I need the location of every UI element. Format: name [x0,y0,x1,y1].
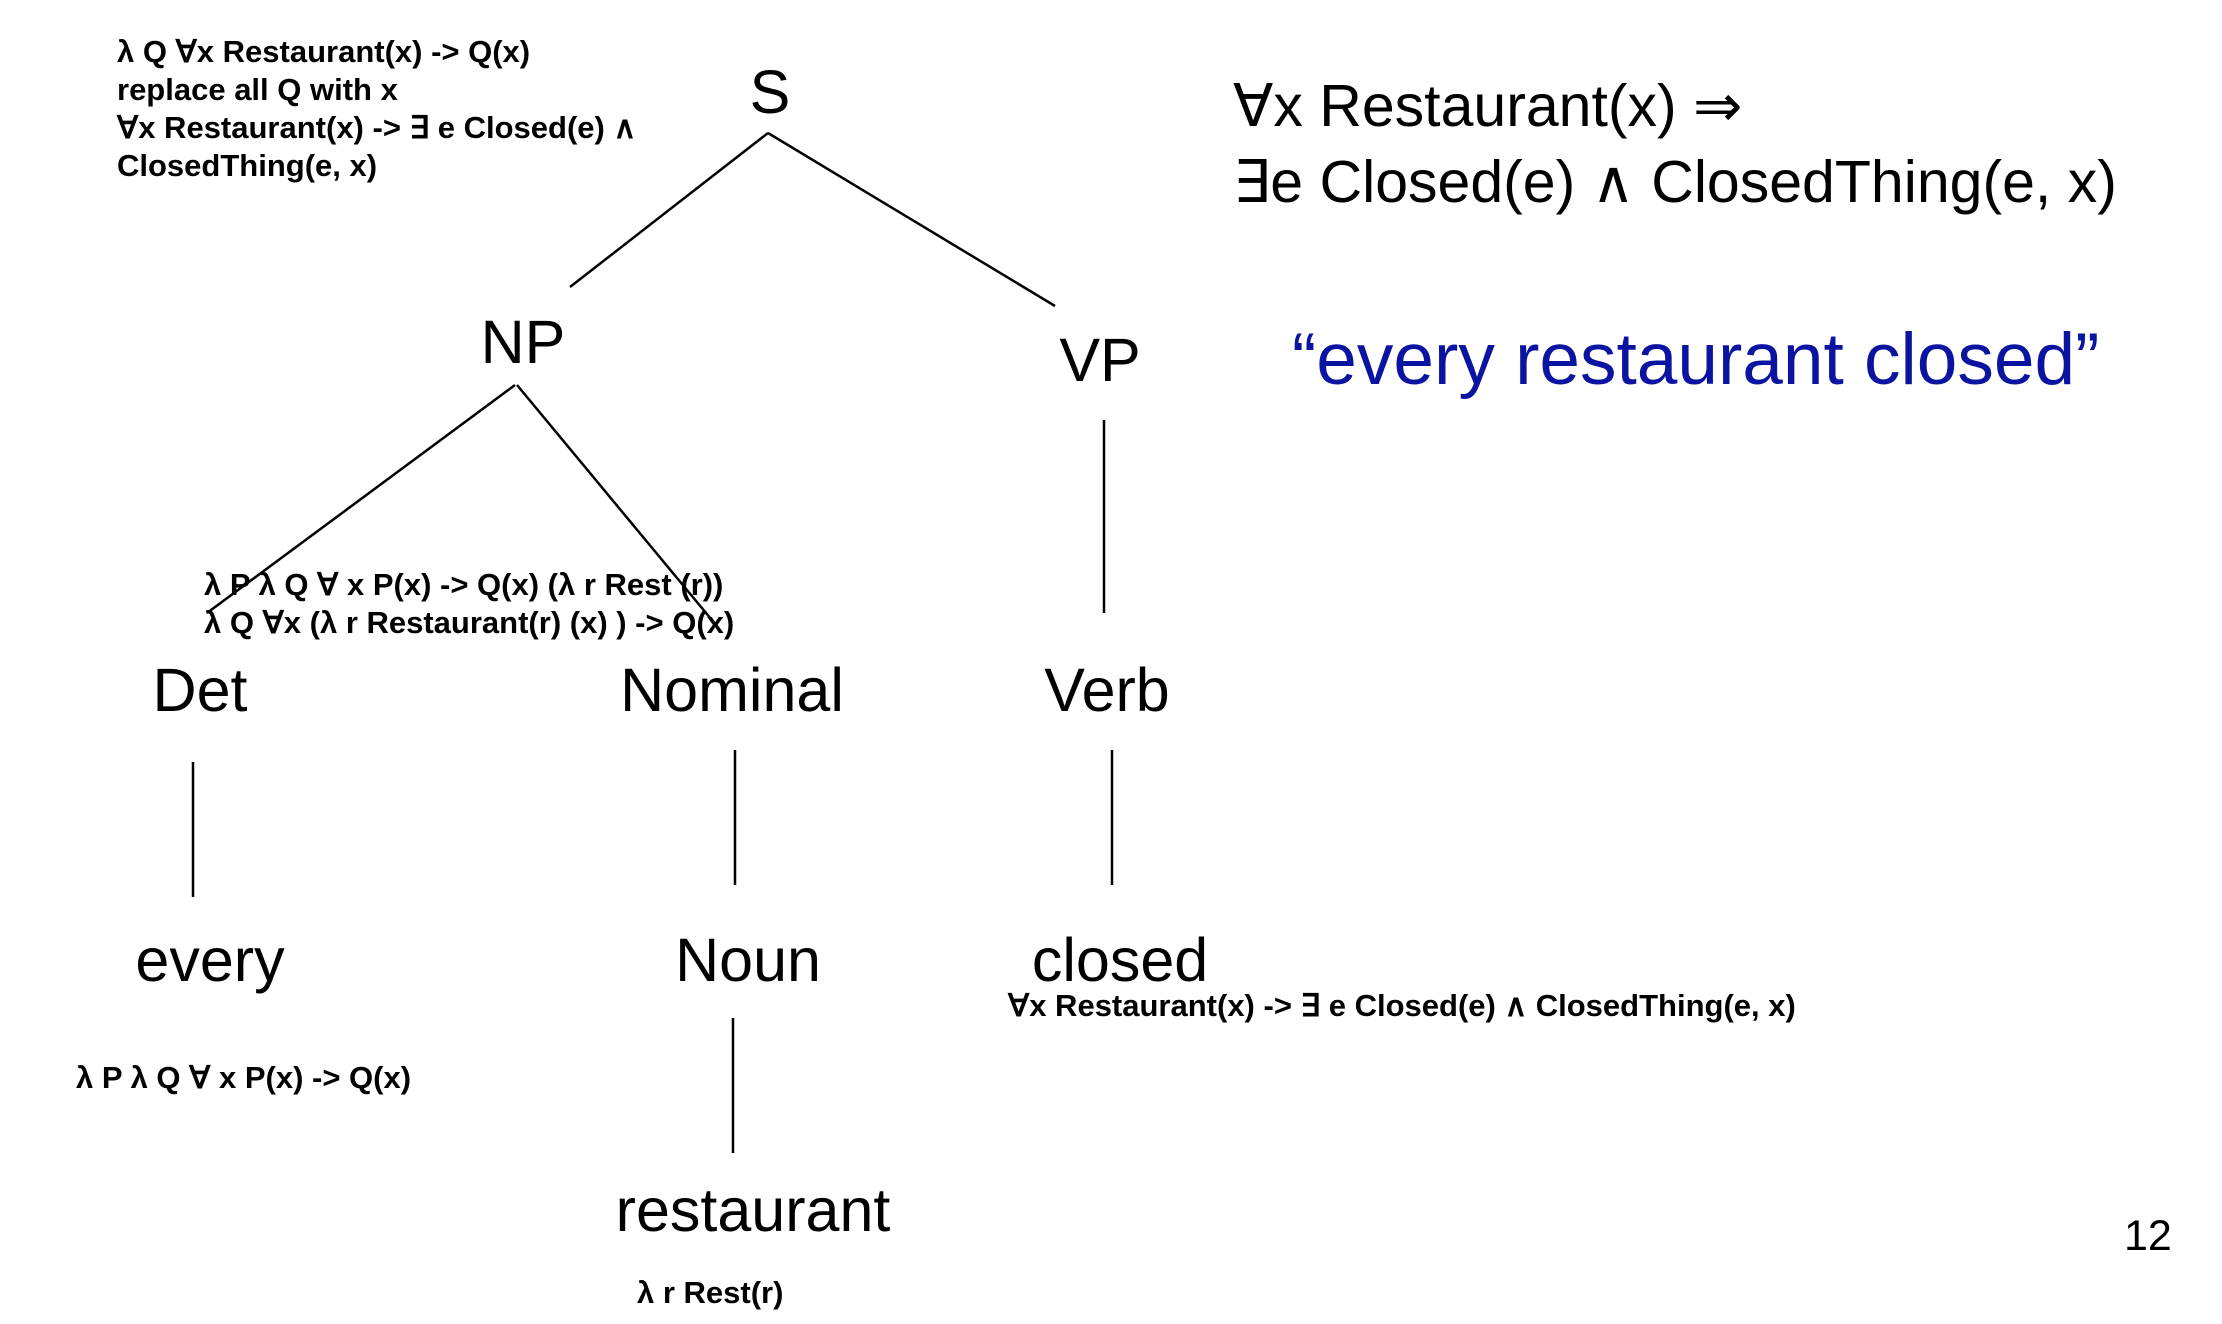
node-s: S [749,58,791,126]
edge-np-det [206,383,516,615]
node-closed: closed [1031,926,1209,994]
node-np: NP [480,308,566,376]
semantics-s: λ Q ∀x Restaurant(x) -> Q(x) replace all… [117,33,636,185]
final-formula: ∀x Restaurant(x) ⇒ ∃e Closed(e) ∧ Closed… [1233,68,2117,220]
node-restaurant: restaurant [615,1176,891,1244]
semantics-every: λ P λ Q ∀ x P(x) -> Q(x) [76,1060,412,1095]
node-det: Det [152,656,248,724]
sentence-quote: “every restaurant closed” [1292,319,2100,400]
edge-s-vp [767,131,1056,308]
node-every: every [135,926,285,994]
semantics-s-line: λ Q ∀x Restaurant(x) -> Q(x) [117,34,531,69]
final-formula-line: ∀x Restaurant(x) ⇒ [1233,73,1743,139]
node-vp: VP [1059,326,1141,394]
page-number: 12 [2124,1212,2172,1260]
final-formula-line: ∃e Closed(e) ∧ ClosedThing(e, x) [1233,149,2117,215]
semantics-s-line: ClosedThing(e, x) [117,148,378,183]
node-verb: Verb [1044,656,1170,724]
node-nominal: Nominal [620,656,844,724]
node-noun: Noun [675,926,821,994]
semantics-np-line: λ Q ∀x (λ r Restaurant(r) (x) ) -> Q(x) [204,605,735,640]
edge-np-nominal [516,384,717,626]
semantics-np: λ P λ Q ∀ x P(x) -> Q(x) (λ r Rest (r)) … [204,566,734,642]
semantics-s-line: replace all Q with x [117,72,398,107]
semantics-restaurant: λ r Rest(r) [637,1275,784,1310]
semantics-np-line: λ P λ Q ∀ x P(x) -> Q(x) (λ r Rest (r)) [204,567,724,602]
semantics-s-line: ∀x Restaurant(x) -> ∃ e Closed(e) ∧ [117,110,637,145]
semantics-closed: ∀x Restaurant(x) -> ∃ e Closed(e) ∧ Clos… [1008,988,1796,1023]
edge-s-np [569,132,769,288]
